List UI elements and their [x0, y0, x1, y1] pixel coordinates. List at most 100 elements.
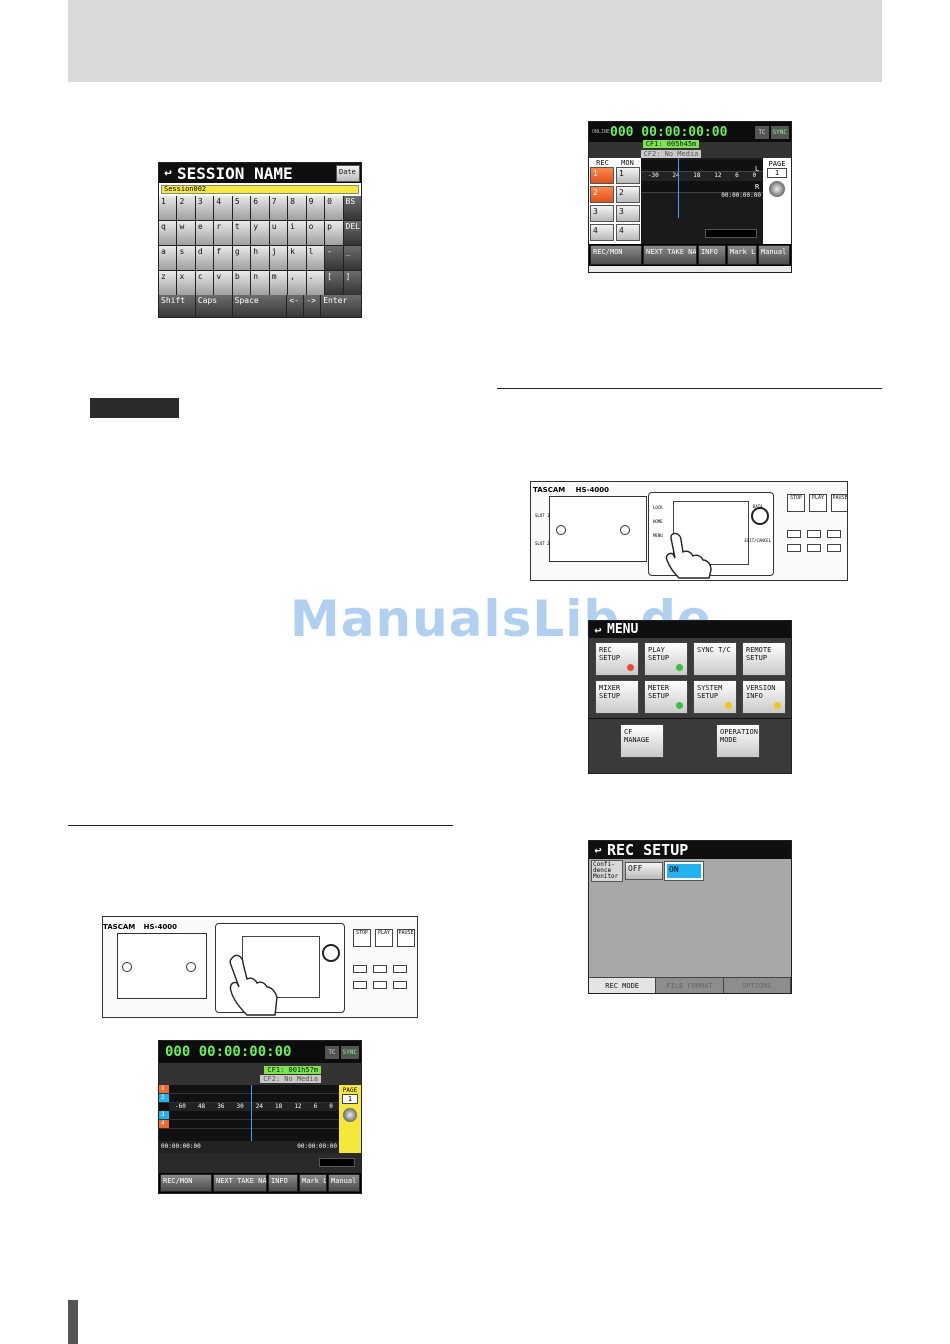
- play-button[interactable]: PLAY: [375, 929, 393, 947]
- stop-button[interactable]: STOP: [353, 929, 371, 947]
- confidence-off-button[interactable]: OFF: [625, 862, 663, 880]
- soft-button-4[interactable]: Manual Locate: [758, 245, 790, 265]
- key-3-8[interactable]: .: [306, 271, 325, 295]
- key-0-0[interactable]: 1: [159, 196, 177, 220]
- key-0-4[interactable]: 5: [232, 196, 251, 220]
- key-0-1[interactable]: 2: [177, 196, 195, 220]
- rec-button-3[interactable]: 3: [590, 205, 614, 222]
- menu-item-8[interactable]: CF MANAGE: [620, 724, 664, 758]
- page-knob-icon[interactable]: [769, 181, 785, 197]
- key-0-8[interactable]: 9: [306, 196, 325, 220]
- back-arrow-icon[interactable]: ↩: [594, 843, 602, 857]
- confidence-on-button[interactable]: ON: [664, 861, 704, 881]
- key-0-7[interactable]: 8: [288, 196, 306, 220]
- key-2-6[interactable]: j: [269, 246, 288, 270]
- soft-button-3[interactable]: Mark List: [299, 1174, 327, 1192]
- menu-item-9[interactable]: OPERATION MODE: [716, 724, 760, 758]
- mon-button-2[interactable]: 2: [616, 186, 640, 203]
- key-1-7[interactable]: i: [288, 221, 306, 245]
- key-0-2[interactable]: 3: [195, 196, 214, 220]
- key-0-5[interactable]: 6: [251, 196, 269, 220]
- key-bottom-2[interactable]: Space: [232, 295, 287, 317]
- rec-button-4[interactable]: 4: [590, 224, 614, 241]
- back-arrow-icon[interactable]: ↩: [594, 622, 602, 637]
- key-2-8[interactable]: l: [306, 246, 325, 270]
- ff-button[interactable]: [393, 965, 407, 973]
- rec-setup-tab-1[interactable]: FILE FORMAT: [656, 977, 724, 993]
- next-button[interactable]: [827, 544, 841, 552]
- rec-button-2[interactable]: 2: [590, 186, 614, 203]
- page-knob-icon[interactable]: [343, 1108, 357, 1122]
- menu-item-1[interactable]: PLAY SETUP: [644, 642, 688, 676]
- key-2-4[interactable]: g: [232, 246, 251, 270]
- key-3-9[interactable]: [: [325, 271, 343, 295]
- call-button[interactable]: [353, 965, 367, 973]
- key-bottom-3[interactable]: <-: [287, 295, 304, 317]
- key-1-1[interactable]: w: [177, 221, 195, 245]
- key-1-3[interactable]: r: [214, 221, 232, 245]
- soft-button-4[interactable]: Manual Locate: [328, 1174, 360, 1192]
- soft-button-2[interactable]: INFO: [698, 245, 726, 265]
- menu-item-2[interactable]: SYNC T/C: [693, 642, 737, 676]
- key-1-10[interactable]: DEL: [343, 221, 361, 245]
- key-bottom-1[interactable]: Caps: [195, 295, 232, 317]
- rew-button[interactable]: [807, 530, 821, 538]
- key-2-10[interactable]: _: [343, 246, 361, 270]
- key-3-3[interactable]: v: [214, 271, 232, 295]
- key-2-3[interactable]: f: [214, 246, 232, 270]
- key-3-5[interactable]: n: [251, 271, 269, 295]
- key-bottom-4[interactable]: ->: [304, 295, 321, 317]
- upper-data-dial-icon[interactable]: [751, 507, 769, 525]
- key-2-1[interactable]: s: [177, 246, 195, 270]
- soft-button-3[interactable]: Mark List: [727, 245, 757, 265]
- mon-button-4[interactable]: 4: [616, 224, 640, 241]
- back-arrow-icon[interactable]: ↩: [164, 165, 172, 181]
- date-button[interactable]: Date: [336, 164, 360, 182]
- loc-set-button[interactable]: [787, 544, 801, 552]
- soft-button-1[interactable]: NEXT TAKE NAME: [213, 1174, 267, 1192]
- key-bottom-5[interactable]: Enter: [321, 295, 361, 317]
- soft-button-2[interactable]: INFO: [268, 1174, 298, 1192]
- key-1-2[interactable]: e: [195, 221, 214, 245]
- key-1-0[interactable]: q: [159, 221, 177, 245]
- key-3-10[interactable]: ]: [343, 271, 361, 295]
- key-3-7[interactable]: ,: [288, 271, 306, 295]
- key-2-0[interactable]: a: [159, 246, 177, 270]
- menu-item-7[interactable]: VERSION INFO: [742, 680, 786, 714]
- menu-item-0[interactable]: REC SETUP: [595, 642, 639, 676]
- key-1-5[interactable]: y: [251, 221, 269, 245]
- call-button[interactable]: [787, 530, 801, 538]
- mon-button-3[interactable]: 3: [616, 205, 640, 222]
- key-3-4[interactable]: b: [232, 271, 251, 295]
- mon-button-1[interactable]: 1: [616, 167, 640, 184]
- loc-set-button[interactable]: [353, 981, 367, 989]
- soft-button-0[interactable]: REC/MON: [590, 245, 642, 265]
- rec-button-1[interactable]: 1: [590, 167, 614, 184]
- menu-item-4[interactable]: MIXER SETUP: [595, 680, 639, 714]
- key-1-8[interactable]: o: [306, 221, 325, 245]
- next-button[interactable]: [393, 981, 407, 989]
- key-3-0[interactable]: z: [159, 271, 177, 295]
- prev-button[interactable]: [807, 544, 821, 552]
- key-1-9[interactable]: p: [325, 221, 343, 245]
- key-0-3[interactable]: 4: [214, 196, 232, 220]
- key-3-6[interactable]: m: [269, 271, 288, 295]
- key-3-1[interactable]: x: [177, 271, 195, 295]
- rew-button[interactable]: [373, 965, 387, 973]
- rec-setup-tab-0[interactable]: REC MODE: [589, 977, 657, 993]
- key-1-6[interactable]: u: [269, 221, 288, 245]
- key-0-10[interactable]: BS: [343, 196, 361, 220]
- menu-item-6[interactable]: SYSTEM SETUP: [693, 680, 737, 714]
- play-button[interactable]: PLAY: [809, 494, 827, 512]
- key-2-9[interactable]: -: [325, 246, 343, 270]
- key-2-5[interactable]: h: [251, 246, 269, 270]
- key-3-2[interactable]: c: [195, 271, 214, 295]
- pause-button[interactable]: PAUSE: [397, 929, 415, 947]
- prev-button[interactable]: [373, 981, 387, 989]
- key-1-4[interactable]: t: [232, 221, 251, 245]
- key-2-2[interactable]: d: [195, 246, 214, 270]
- rec-setup-tab-2[interactable]: OPTIONS: [723, 977, 791, 993]
- key-bottom-0[interactable]: Shift: [159, 295, 195, 317]
- menu-item-5[interactable]: METER SETUP: [644, 680, 688, 714]
- pause-button[interactable]: PAUSE: [831, 494, 847, 512]
